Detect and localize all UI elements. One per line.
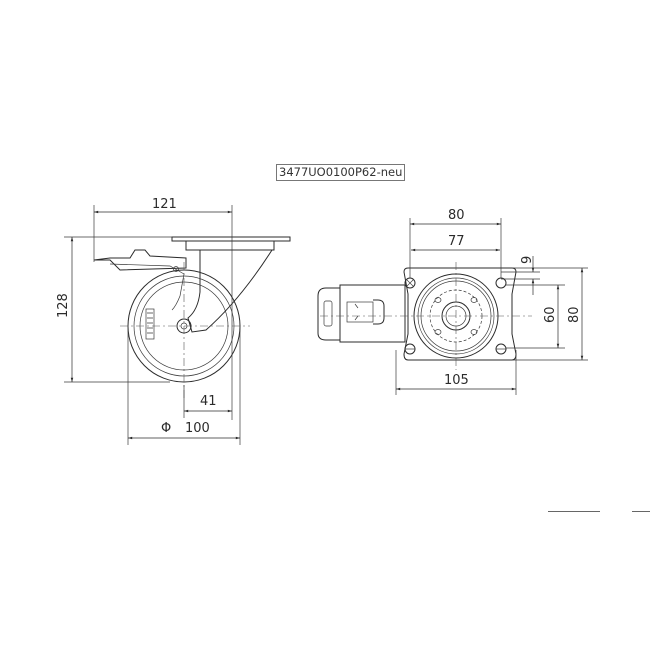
footer-rule	[548, 511, 600, 512]
brake-lever-icon	[93, 249, 187, 271]
dim-overall-height: 128	[56, 293, 71, 318]
bolt-hole-icon	[495, 277, 507, 289]
brake-pedal-icon	[317, 287, 341, 341]
dim-wheel-diameter: 100	[185, 421, 210, 436]
dim-hole-diameter: 9	[520, 256, 535, 264]
fork-icon	[187, 249, 273, 333]
dim-diameter-symbol: Φ	[161, 421, 171, 436]
dim-hole-spacing-x: 77	[448, 234, 465, 249]
dim-hole-spacing-y: 60	[543, 306, 558, 323]
side-view: 121 128 41 Φ 100	[56, 197, 291, 445]
dim-overall-width: 121	[152, 197, 177, 212]
part-number-label: 3477UO0100P62-neu	[276, 164, 406, 181]
top-view: 80 77 9 60 80 105	[317, 208, 588, 395]
dim-overall-length: 105	[444, 373, 469, 388]
footer-rule	[632, 511, 650, 512]
dim-plate-width: 80	[448, 208, 465, 223]
dim-offset: 41	[200, 394, 217, 409]
mounting-plate-icon	[171, 236, 291, 242]
dim-plate-height: 80	[567, 306, 582, 323]
